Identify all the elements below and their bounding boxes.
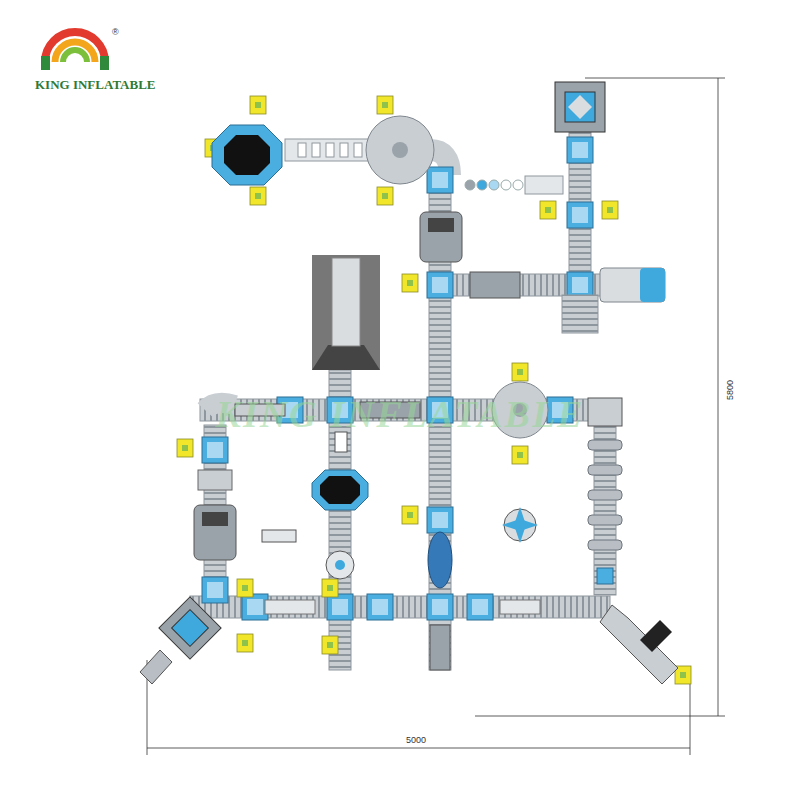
dimension-width: 5000 bbox=[406, 736, 426, 745]
dimension-lines bbox=[147, 78, 725, 755]
dimension-height: 5800 bbox=[726, 380, 735, 400]
features bbox=[140, 82, 678, 684]
walkways bbox=[190, 110, 622, 670]
registered-mark: ® bbox=[112, 28, 119, 37]
junction-blocks bbox=[202, 137, 593, 620]
brand-name: KING INFLATABLE bbox=[35, 78, 156, 91]
logo-mark bbox=[41, 32, 109, 70]
yellow-anchors bbox=[177, 96, 691, 684]
watermark: KING INFLATABLE bbox=[216, 395, 585, 433]
